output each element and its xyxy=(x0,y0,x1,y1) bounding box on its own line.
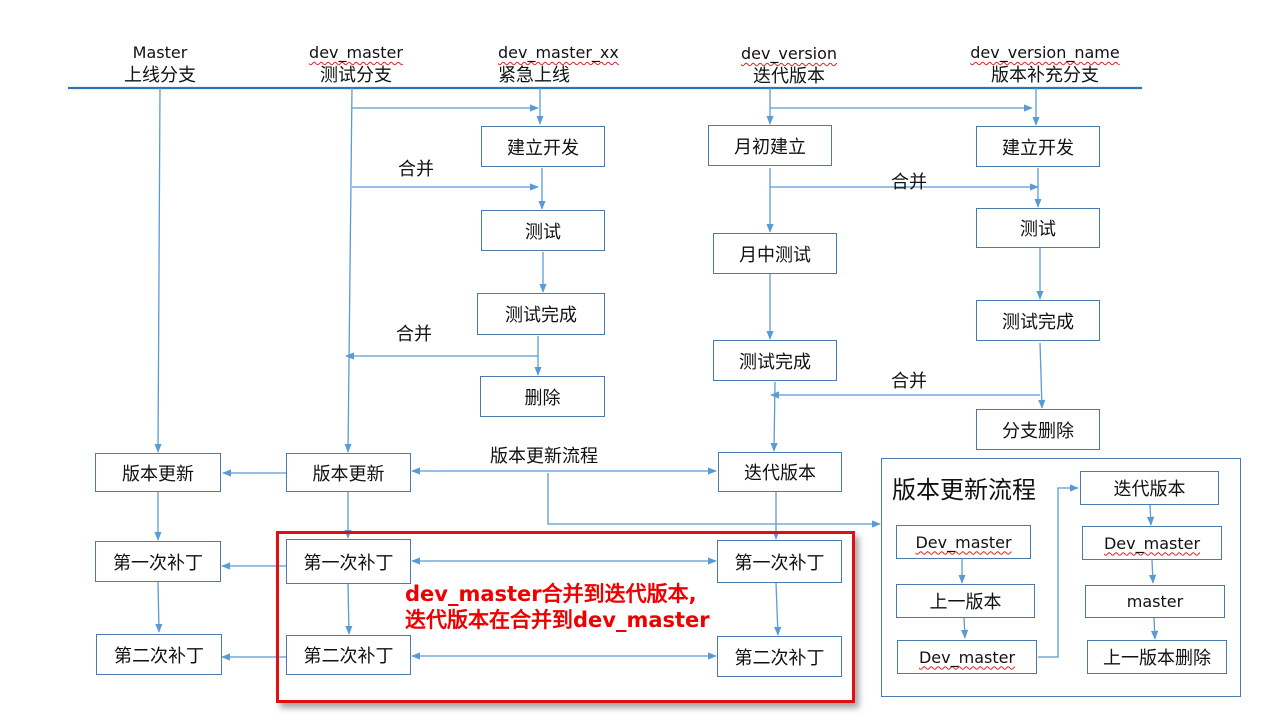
panel-right-step-1: 迭代版本 xyxy=(1080,471,1219,505)
merge-note-line-1-rest: 合并到迭代版本, xyxy=(541,582,697,606)
panel-right-step-2-text: Dev_master xyxy=(1103,533,1201,553)
merge-note-line-1: dev_master合并到迭代版本, xyxy=(405,581,710,607)
flow-label: 版本更新流程 xyxy=(490,446,598,467)
merge-label-2: 合并 xyxy=(891,172,927,193)
header-master-desc: 上线分支 xyxy=(124,65,196,86)
name-test-box: 测试 xyxy=(976,208,1100,248)
urgent-test-box: 测试 xyxy=(481,210,605,251)
update-flow-panel-title: 版本更新流程 xyxy=(892,476,1036,504)
merge-label-1: 合并 xyxy=(398,159,434,180)
header-dev-version-name-desc: 版本补充分支 xyxy=(991,65,1099,86)
merge-note: dev_master合并到迭代版本, 迭代版本在合并到dev_master xyxy=(405,581,710,633)
header-dev-master-name: dev_master xyxy=(309,43,403,62)
panel-left-step-1-text: Dev_master xyxy=(915,532,1012,552)
header-master-name: Master xyxy=(132,43,188,62)
urgent-delete-box: 删除 xyxy=(480,376,605,417)
header-dev-version-desc: 迭代版本 xyxy=(753,66,825,87)
dev-patch1-box: 第一次补丁 xyxy=(286,539,411,584)
merge-note-line-2-bold: dev_master xyxy=(573,608,710,632)
version-iter-box: 迭代版本 xyxy=(718,452,842,492)
master-update-box: 版本更新 xyxy=(95,453,221,492)
dev-update-box: 版本更新 xyxy=(286,453,411,492)
patch-highlight-frame xyxy=(276,531,855,703)
header-master: Master 上线分支 xyxy=(80,41,240,87)
panel-right-step-4: 上一版本删除 xyxy=(1087,640,1227,674)
dev-patch2-box: 第二次补丁 xyxy=(286,635,411,675)
master-patch1-box: 第一次补丁 xyxy=(95,541,221,582)
merge-label-3: 合并 xyxy=(396,324,432,345)
update-flow-panel xyxy=(881,458,1241,697)
urgent-create-box: 建立开发 xyxy=(481,126,605,167)
header-dev-version-name: dev_version xyxy=(740,44,838,63)
header-dev-master: dev_master 测试分支 xyxy=(276,41,436,87)
header-dev-version: dev_version 迭代版本 xyxy=(709,42,869,88)
header-dev-version-name: dev_version_name 版本补充分支 xyxy=(955,41,1135,87)
version-done-box: 测试完成 xyxy=(713,340,837,381)
version-patch2-box: 第二次补丁 xyxy=(717,636,842,677)
version-midtest-box: 月中测试 xyxy=(713,233,837,274)
merge-label-4: 合并 xyxy=(891,371,927,392)
merge-note-line-2: 迭代版本在合并到dev_master xyxy=(405,607,710,633)
panel-left-step-2: 上一版本 xyxy=(896,584,1035,618)
master-patch2-box: 第二次补丁 xyxy=(96,634,222,675)
panel-left-step-3-text: Dev_master xyxy=(918,647,1016,667)
header-dev-version-name-name: dev_version_name xyxy=(970,43,1120,62)
name-done-box: 测试完成 xyxy=(976,300,1100,341)
panel-right-step-3: master xyxy=(1085,585,1225,618)
panel-left-step-3: Dev_master xyxy=(897,640,1037,674)
panel-right-step-2: Dev_master xyxy=(1082,526,1222,560)
name-create-box: 建立开发 xyxy=(976,126,1100,167)
header-dev-master-desc: 测试分支 xyxy=(320,65,392,86)
merge-note-line-2-start: 迭代版本在合并到 xyxy=(405,608,573,632)
version-create-box: 月初建立 xyxy=(708,125,832,166)
panel-left-step-1: Dev_master xyxy=(896,525,1031,559)
header-dev-master-xx-desc: 紧急上线 xyxy=(498,65,570,86)
header-dev-master-xx: dev_master_xx 紧急上线 xyxy=(480,41,678,87)
header-dev-master-xx-name: dev_master_xx xyxy=(498,43,619,62)
urgent-done-box: 测试完成 xyxy=(477,293,605,335)
name-delete-box: 分支删除 xyxy=(976,409,1100,450)
merge-note-line-1-bold: dev_master xyxy=(405,582,542,606)
version-patch1-box: 第一次补丁 xyxy=(717,540,842,583)
